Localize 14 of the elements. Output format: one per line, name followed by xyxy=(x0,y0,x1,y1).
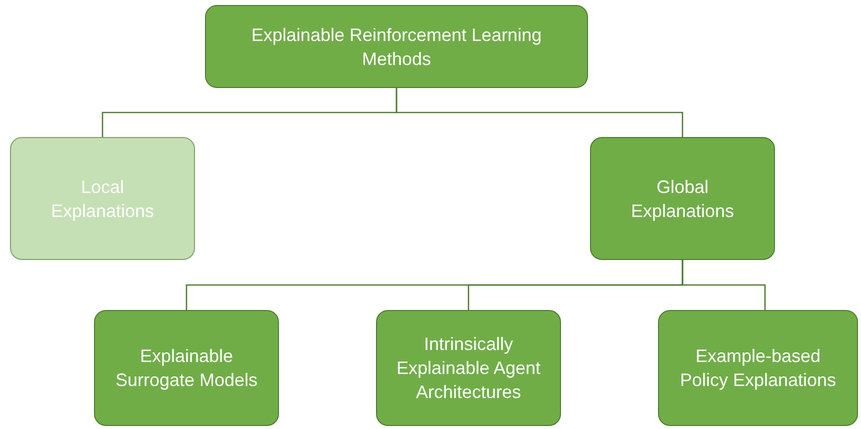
process-box xyxy=(94,310,279,426)
process-box xyxy=(376,310,561,426)
node-label: Explainable Reinforcement Learning Methods xyxy=(250,24,543,70)
connector-line xyxy=(396,88,684,137)
node-label: Example-based Policy Explanations xyxy=(678,345,838,392)
process-box xyxy=(658,310,858,426)
node-label: Explainable Surrogate Models xyxy=(114,345,259,392)
process-box xyxy=(590,137,775,260)
connector-line xyxy=(682,260,766,310)
node-label: Intrinsically Explainable Agent Architectures xyxy=(395,333,542,404)
node-label: Local Explanations xyxy=(50,176,156,222)
process-box xyxy=(205,5,588,88)
process-box xyxy=(10,137,195,260)
node-label: Global Explanations xyxy=(630,176,736,222)
